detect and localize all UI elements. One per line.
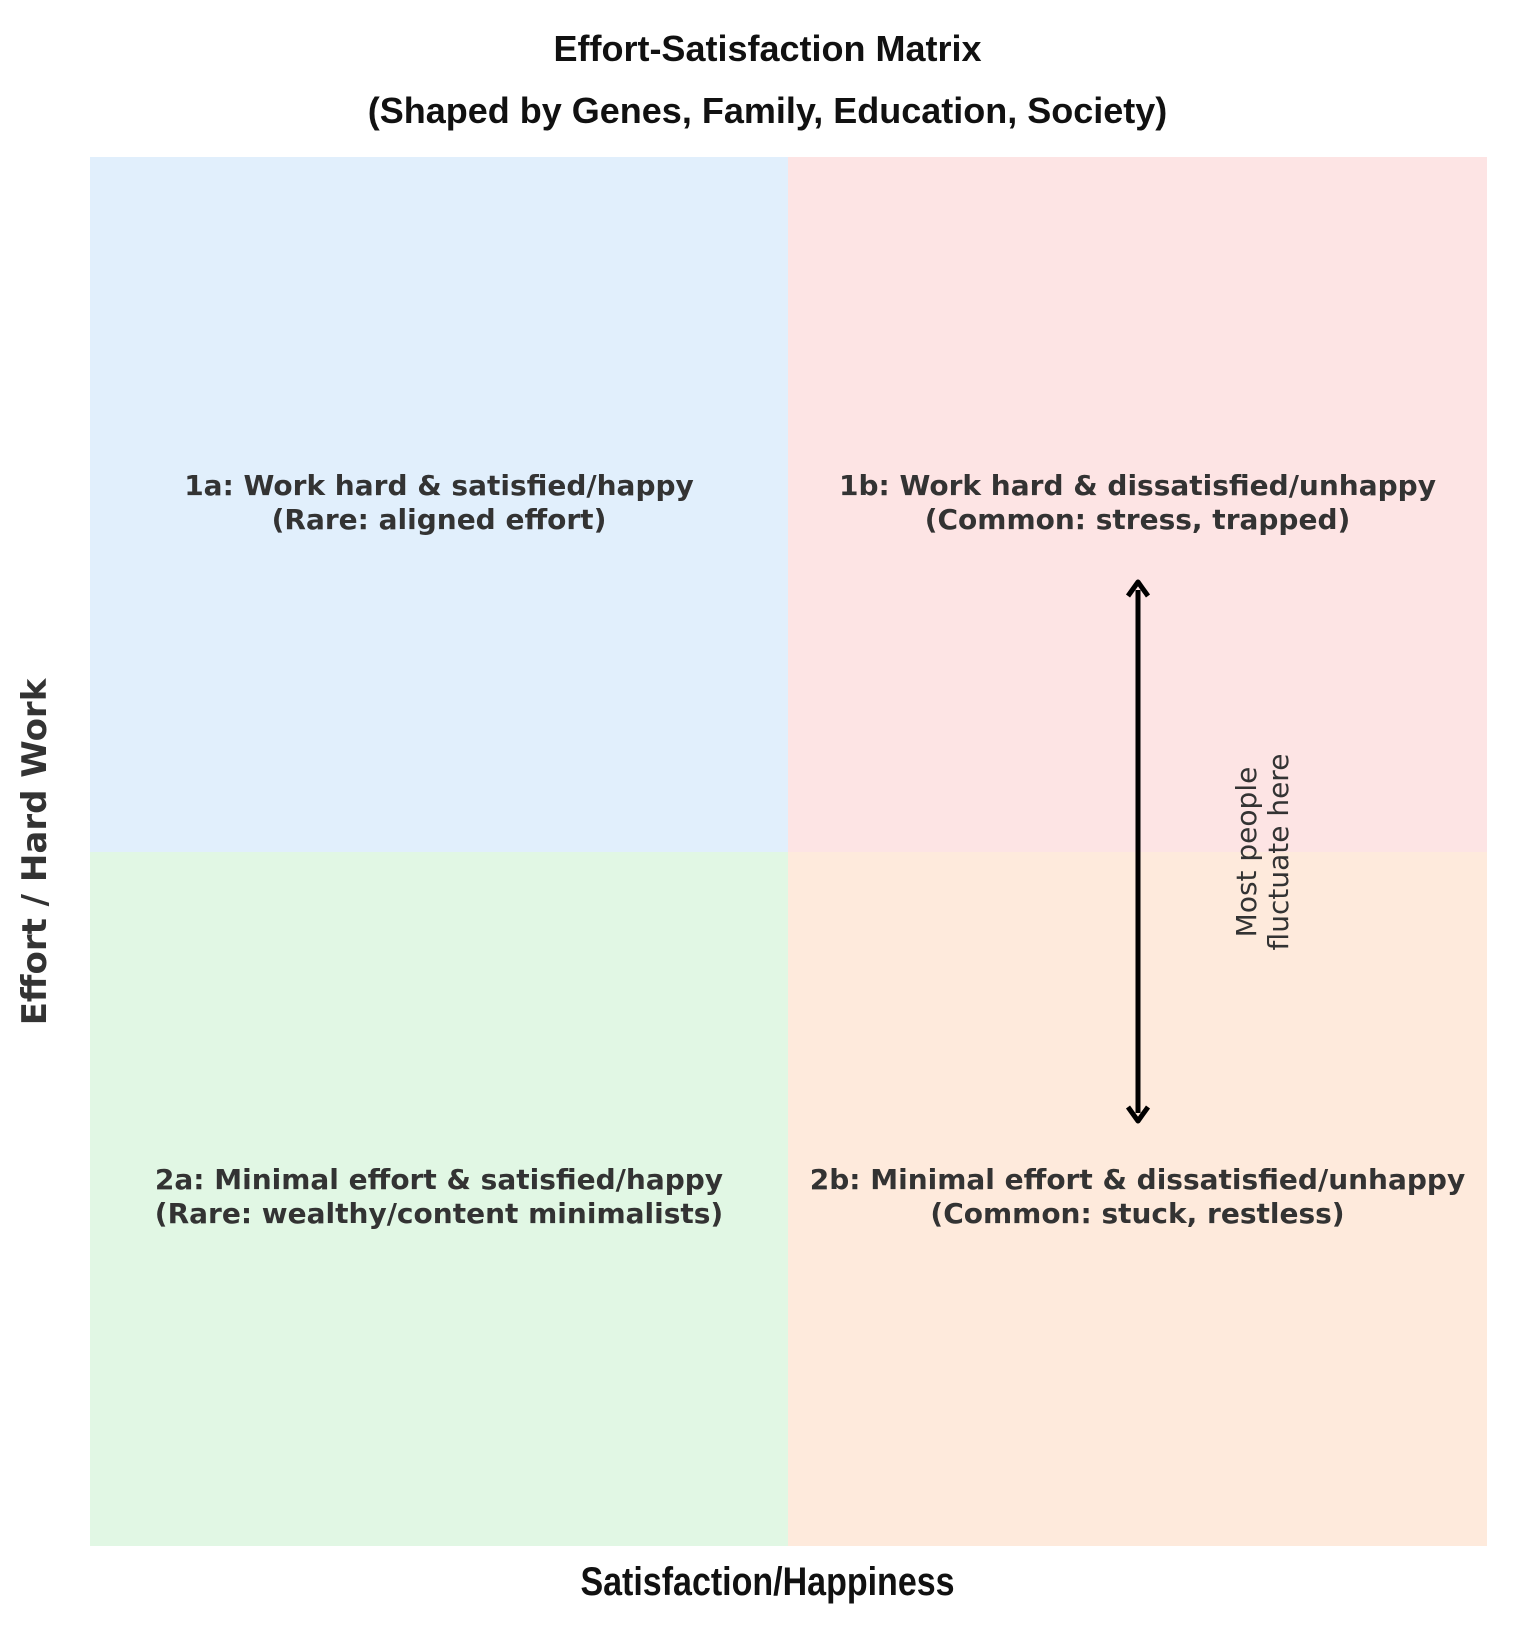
- quadrant-2b-heading: 2b: Minimal effort & dissatisfied/unhapp…: [809, 1163, 1466, 1196]
- quadrant-1b-note: (Common: stress, trapped): [924, 503, 1351, 536]
- quadrant-1b-heading: 1b: Work hard & dissatisfied/unhappy: [839, 469, 1436, 502]
- diagram-title: Effort-Satisfaction Matrix: [553, 28, 982, 69]
- quadrant-1a-text: 1a: Work hard & satisfied/happy (Rare: a…: [90, 469, 788, 537]
- quadrant-2a-text: 2a: Minimal effort & satisfied/happy (Ra…: [90, 1163, 788, 1231]
- quadrant-1b-text: 1b: Work hard & dissatisfied/unhappy (Co…: [788, 469, 1487, 537]
- quadrant-1a-note: (Rare: aligned effort): [271, 503, 607, 536]
- arrow-head-up-icon: [1125, 579, 1151, 598]
- quadrant-2b-note: (Common: stuck, restless): [930, 1197, 1345, 1230]
- annotation-line-1: Most people: [1230, 766, 1263, 938]
- quadrant-2b: 2b: Minimal effort & dissatisfied/unhapp…: [788, 852, 1487, 1546]
- quadrant-1a: 1a: Work hard & satisfied/happy (Rare: a…: [90, 157, 788, 852]
- fluctuation-annotation: Most people fluctuate here: [1230, 753, 1295, 951]
- quadrant-2b-text: 2b: Minimal effort & dissatisfied/unhapp…: [788, 1163, 1487, 1231]
- x-axis-label: Satisfaction/Happiness: [580, 1560, 955, 1604]
- arrow-head-down-icon: [1125, 1105, 1151, 1124]
- annotation-line-2: fluctuate here: [1262, 753, 1295, 951]
- y-axis-label: Effort / Hard Work: [15, 678, 55, 1026]
- quadrant-2a-heading: 2a: Minimal effort & satisfied/happy: [154, 1163, 724, 1196]
- quadrant-1a-heading: 1a: Work hard & satisfied/happy: [184, 469, 694, 502]
- quadrant-2a: 2a: Minimal effort & satisfied/happy (Ra…: [90, 852, 788, 1546]
- quadrant-2a-note: (Rare: wealthy/content minimalists): [154, 1197, 724, 1230]
- diagram-subtitle: (Shaped by Genes, Family, Education, Soc…: [367, 90, 1168, 131]
